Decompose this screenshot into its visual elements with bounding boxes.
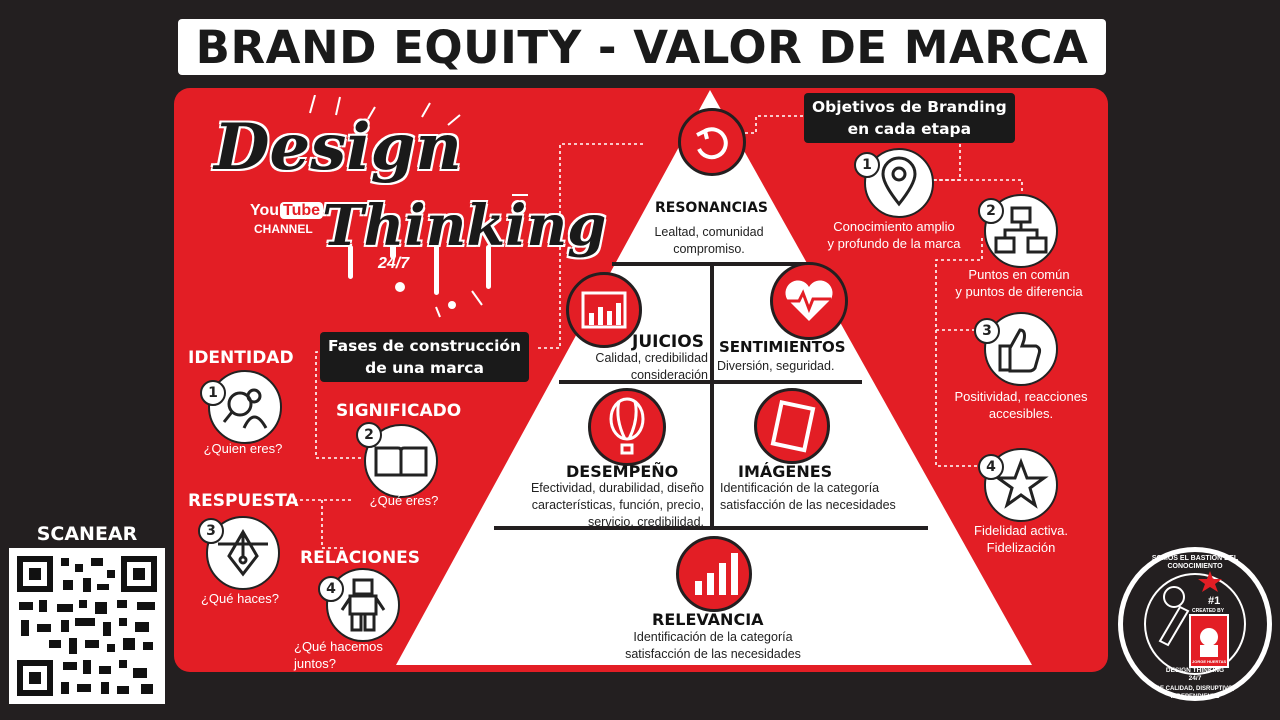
qr-code[interactable] — [9, 548, 165, 704]
phase-significado-title: SIGNIFICADO — [336, 401, 462, 421]
open-book-icon — [374, 446, 428, 477]
design-thinking-logo — [309, 95, 528, 318]
objective-3-text: Positividad, reacciones accesibles. — [954, 389, 1088, 421]
logo-tag: 24/7 — [378, 255, 410, 272]
objective-1-text: Conocimiento amplio y profundo de la mar… — [827, 219, 961, 251]
pen-tool-icon — [218, 529, 268, 577]
phase-relaciones-title: RELACIONES — [300, 548, 421, 568]
desempeno-title: DESEMPEÑO — [566, 462, 679, 481]
badge-brand: DESIGN THINKING 24/7 — [1165, 667, 1225, 682]
badge-created-by: CREATED BY — [1192, 608, 1225, 614]
objective-2-text: Puntos en común y puntos de diferencia — [955, 267, 1083, 299]
author-badge: #1 SOMOS EL BASTIÓN DEL CONOCIMIENTO CRE… — [1116, 545, 1274, 703]
badge-bottom-text: DE CALIDAD, DISRUPTIVO, INDEPENDIENTE — [1155, 686, 1235, 700]
picture-frame-icon — [754, 388, 830, 464]
logo-thinking-word: Thinking — [322, 193, 607, 259]
phase-respuesta-question: ¿Qué haces? — [200, 591, 280, 606]
star-icon — [993, 457, 1049, 509]
dotted-connectors — [294, 115, 1023, 549]
phase-2-number: 2 — [356, 422, 382, 448]
location-pin-icon — [881, 156, 917, 207]
resonancias-desc: Lealtad, comunidad compromiso. — [654, 225, 764, 256]
qr-code-icon — [17, 556, 157, 696]
imagenes-title: IMÁGENES — [738, 462, 833, 481]
phase-identidad-title: IDENTIDAD — [188, 348, 294, 368]
resonancias-title: RESONANCIAS — [655, 200, 768, 216]
badge-rank: #1 — [1208, 595, 1221, 607]
channel-label: CHANNEL — [254, 222, 313, 236]
phase-4-number: 4 — [318, 576, 344, 602]
badge-author: JORGE HUERTAS — [1192, 659, 1227, 664]
imagenes-desc: Identificación de la categoría satisfacc… — [720, 481, 896, 512]
title-bar: BRAND EQUITY - VALOR DE MARCA — [178, 19, 1106, 75]
juicios-desc: Calidad, credibilidad consideración — [595, 351, 708, 382]
heart-pulse-icon — [770, 262, 848, 340]
objective-2-number: 2 — [978, 198, 1004, 224]
lego-figure-icon — [340, 578, 386, 632]
hierarchy-icon — [994, 206, 1048, 254]
objective-4-text: Fidelidad activa. Fidelización — [974, 523, 1068, 555]
phase-identidad-question: ¿Quien eres? — [203, 441, 283, 456]
bar-chart-icon — [676, 536, 752, 612]
phase-significado-question: ¿Qué eres? — [369, 493, 439, 508]
relevancia-title: RELEVANCIA — [652, 610, 764, 629]
juicios-title: JUICIOS — [632, 332, 704, 352]
page-title: BRAND EQUITY - VALOR DE MARCA — [195, 20, 1089, 74]
scan-label: SCANEAR — [36, 523, 138, 545]
phase-relaciones-question: ¿Qué hacemos juntos? — [294, 639, 383, 671]
hot-air-balloon-icon — [588, 388, 666, 466]
objective-1-number: 1 — [854, 152, 880, 178]
objective-4-circle — [984, 448, 1058, 522]
identity-magnifier-icon — [222, 388, 268, 429]
relevancia-desc: Identificación de la categoría satisfacc… — [625, 630, 801, 661]
logo-design-word: Design — [214, 110, 462, 185]
phases-label: Fases de construcción de una marca — [320, 332, 530, 382]
badge-seal-icon — [1118, 547, 1272, 701]
brand-pyramid — [396, 90, 1032, 665]
sentimientos-title: SENTIMIENTOS — [719, 338, 846, 356]
objective-3-number: 3 — [974, 318, 1000, 344]
desempeno-desc: Efectividad, durabilidad, diseño caracte… — [530, 481, 704, 529]
objective-4-number: 4 — [978, 454, 1004, 480]
thumbs-up-icon — [998, 328, 1042, 373]
phase-respuesta-title: RESPUESTA — [188, 491, 299, 511]
growth-chart-icon — [566, 272, 642, 348]
badge-top-text: SOMOS EL BASTIÓN DEL CONOCIMIENTO — [1151, 555, 1239, 570]
resonance-cycle-icon — [678, 108, 746, 176]
phase-1-number: 1 — [200, 380, 226, 406]
objectives-label: Objetivos de Branding en cada etapa — [804, 93, 1015, 143]
phase-3-number: 3 — [198, 518, 224, 544]
sentimientos-desc: Diversión, seguridad. — [717, 359, 835, 373]
